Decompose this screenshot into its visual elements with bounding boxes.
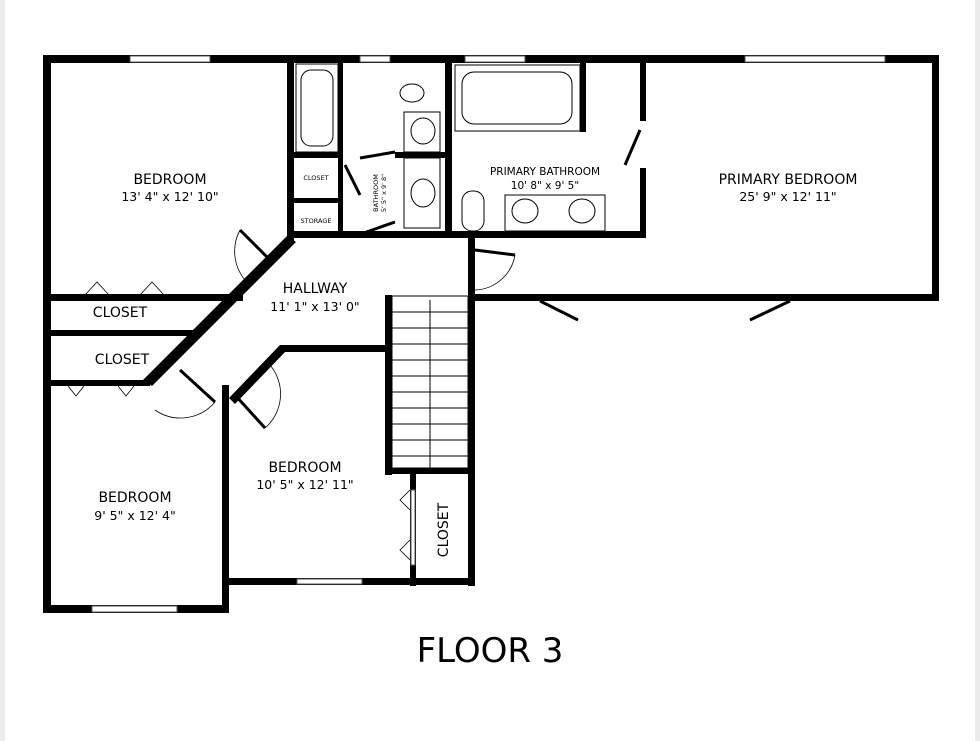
closet-label: CLOSET xyxy=(95,352,150,368)
closet-label: CLOSET xyxy=(93,305,148,321)
room-dims: 13' 4" x 12' 10" xyxy=(121,189,218,204)
room-dims: 10' 8" x 9' 5" xyxy=(511,180,579,192)
windows xyxy=(91,55,886,613)
room-name: PRIMARY BATHROOM xyxy=(490,166,600,178)
floor-title: FLOOR 3 xyxy=(417,631,564,671)
closet-label: CLOSET xyxy=(303,174,328,182)
room-name: BEDROOM xyxy=(98,490,171,506)
room-name: BEDROOM xyxy=(133,172,206,188)
room-name: PRIMARY BEDROOM xyxy=(719,172,858,188)
room-dims: 9' 5" x 12' 4" xyxy=(94,508,175,523)
room-name: BATHROOM xyxy=(372,174,380,212)
walls xyxy=(43,55,939,613)
doors xyxy=(67,129,791,561)
left-margin xyxy=(0,0,5,741)
fixtures xyxy=(295,63,606,469)
room-dims: 5' 5" x 9' 8" xyxy=(380,174,388,212)
room-dims: 25' 9" x 12' 11" xyxy=(739,189,836,204)
right-margin xyxy=(975,0,980,741)
room-name: BEDROOM xyxy=(268,460,341,476)
room-name: HALLWAY xyxy=(283,281,348,297)
room-labels: BEDROOM 13' 4" x 12' 10" PRIMARY BEDROOM… xyxy=(93,166,858,557)
stairs xyxy=(391,295,469,469)
room-dims: 11' 1" x 13' 0" xyxy=(270,299,359,314)
room-dims: 10' 5" x 12' 11" xyxy=(256,477,353,492)
closet-label: CLOSET xyxy=(436,502,452,557)
storage-label: STORAGE xyxy=(301,217,332,225)
